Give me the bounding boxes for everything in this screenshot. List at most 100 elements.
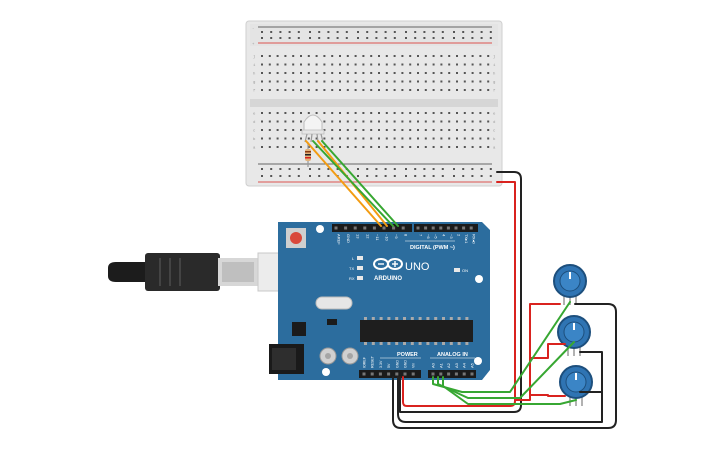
resistor-icon[interactable] [305, 142, 311, 167]
row-label: d [493, 120, 496, 125]
header-pin[interactable] [387, 372, 391, 376]
pin-label: A4 [462, 362, 467, 368]
header-pin[interactable] [401, 226, 405, 230]
analog-header[interactable] [428, 370, 476, 378]
row-label: c [253, 130, 256, 134]
wire-5v-pot2[interactable] [529, 343, 566, 359]
wire-5v-pot3[interactable] [529, 394, 566, 397]
led-tx [357, 266, 363, 270]
header-pin[interactable] [334, 226, 338, 230]
potentiometer-icon[interactable] [557, 315, 591, 356]
pin-label: GND [404, 360, 408, 368]
pin-label: ~3 [449, 234, 454, 239]
row-label: e [493, 113, 496, 117]
header-pin[interactable] [462, 372, 466, 376]
header-pin[interactable] [363, 226, 367, 230]
header-pin[interactable] [362, 372, 366, 376]
wire-5v-pot1[interactable] [514, 303, 561, 401]
header-pin[interactable] [378, 372, 382, 376]
header-pin[interactable] [403, 372, 407, 376]
wire-a1-pot2[interactable] [437, 341, 575, 399]
header-pin[interactable] [431, 226, 435, 230]
wire-led-red[interactable] [305, 140, 382, 227]
pin-label: ~6 [426, 234, 431, 239]
pin-label: ~10 [385, 234, 390, 242]
header-pin[interactable] [382, 226, 386, 230]
arduino-model: UNO [405, 261, 430, 273]
pin-label: RESET [371, 355, 375, 368]
pin-label: 4 [441, 234, 446, 237]
header-pin[interactable] [469, 226, 473, 230]
led-l-label: L [352, 256, 355, 261]
row-label: j [253, 55, 255, 60]
pin-label: A2 [446, 362, 451, 368]
wire-ground-pot3[interactable] [397, 376, 603, 423]
pin-label: TX▸1 [464, 234, 469, 244]
led-rx [357, 276, 363, 280]
pin-label: 12 [365, 234, 370, 239]
digital-header-right[interactable] [414, 224, 478, 232]
wire-led-green[interactable] [312, 140, 394, 227]
header-pin[interactable] [370, 372, 374, 376]
header-pin[interactable] [470, 372, 474, 376]
wire-led-common[interactable] [321, 140, 399, 227]
pin-label: A5 [470, 362, 475, 368]
header-pin[interactable] [454, 226, 458, 230]
reset-button[interactable] [286, 228, 306, 248]
pin-label: ~9 [394, 234, 399, 239]
pin-label: 7 [419, 234, 424, 237]
wire-a2-pot3[interactable] [442, 376, 577, 405]
header-pin[interactable] [462, 226, 466, 230]
header-pin[interactable] [353, 226, 357, 230]
row-label: a [253, 147, 256, 151]
header-pin[interactable] [454, 372, 458, 376]
arduino-logo-icon [373, 258, 403, 270]
pin-label: GND [395, 360, 399, 368]
smd-component [327, 319, 337, 325]
header-pin[interactable] [395, 372, 399, 376]
pin-label: A3 [454, 362, 459, 368]
digital-header-left[interactable] [332, 224, 412, 232]
header-pin[interactable] [424, 226, 428, 230]
rail-plus-label: + [252, 43, 255, 47]
pin-label: GND [346, 234, 351, 243]
digital-header-label: DIGITAL (PWM ~) [410, 245, 455, 251]
row-label: j [493, 55, 495, 60]
header-pin[interactable] [372, 226, 376, 230]
header-pin[interactable] [446, 226, 450, 230]
header-pin[interactable] [431, 372, 435, 376]
header-pin[interactable] [447, 372, 451, 376]
wires[interactable] [305, 140, 617, 429]
row-label: c [493, 130, 496, 134]
row-label: d [253, 120, 256, 125]
row-label: h [253, 72, 256, 77]
header-pin[interactable] [344, 226, 348, 230]
pin-label: ~5 [434, 234, 439, 239]
header-pin[interactable] [392, 226, 396, 230]
pin-label: 5V [387, 363, 391, 368]
led-rx-label: RX [349, 276, 355, 281]
pin-label: 2 [457, 234, 462, 237]
wire-5v-breadboard[interactable] [402, 181, 516, 407]
row-label: g [493, 81, 496, 85]
wire-ground-pot2[interactable] [579, 351, 603, 393]
led-l [357, 256, 363, 260]
header-pin[interactable] [439, 372, 443, 376]
row-label: i [493, 63, 496, 68]
on-label: ON [462, 268, 468, 273]
potentiometer-icon[interactable] [553, 264, 587, 305]
pin-label: ~11 [375, 234, 380, 241]
header-pin[interactable] [416, 226, 420, 230]
wire-a0-pot1[interactable] [432, 301, 571, 393]
header-pin[interactable] [439, 226, 443, 230]
rgb-led-icon[interactable] [301, 114, 325, 143]
row-label: b [253, 137, 256, 142]
wire-ground-main[interactable] [392, 303, 617, 429]
usb-cable-icon[interactable] [108, 252, 303, 292]
header-pin[interactable] [411, 372, 415, 376]
voltage-regulator [292, 322, 306, 336]
